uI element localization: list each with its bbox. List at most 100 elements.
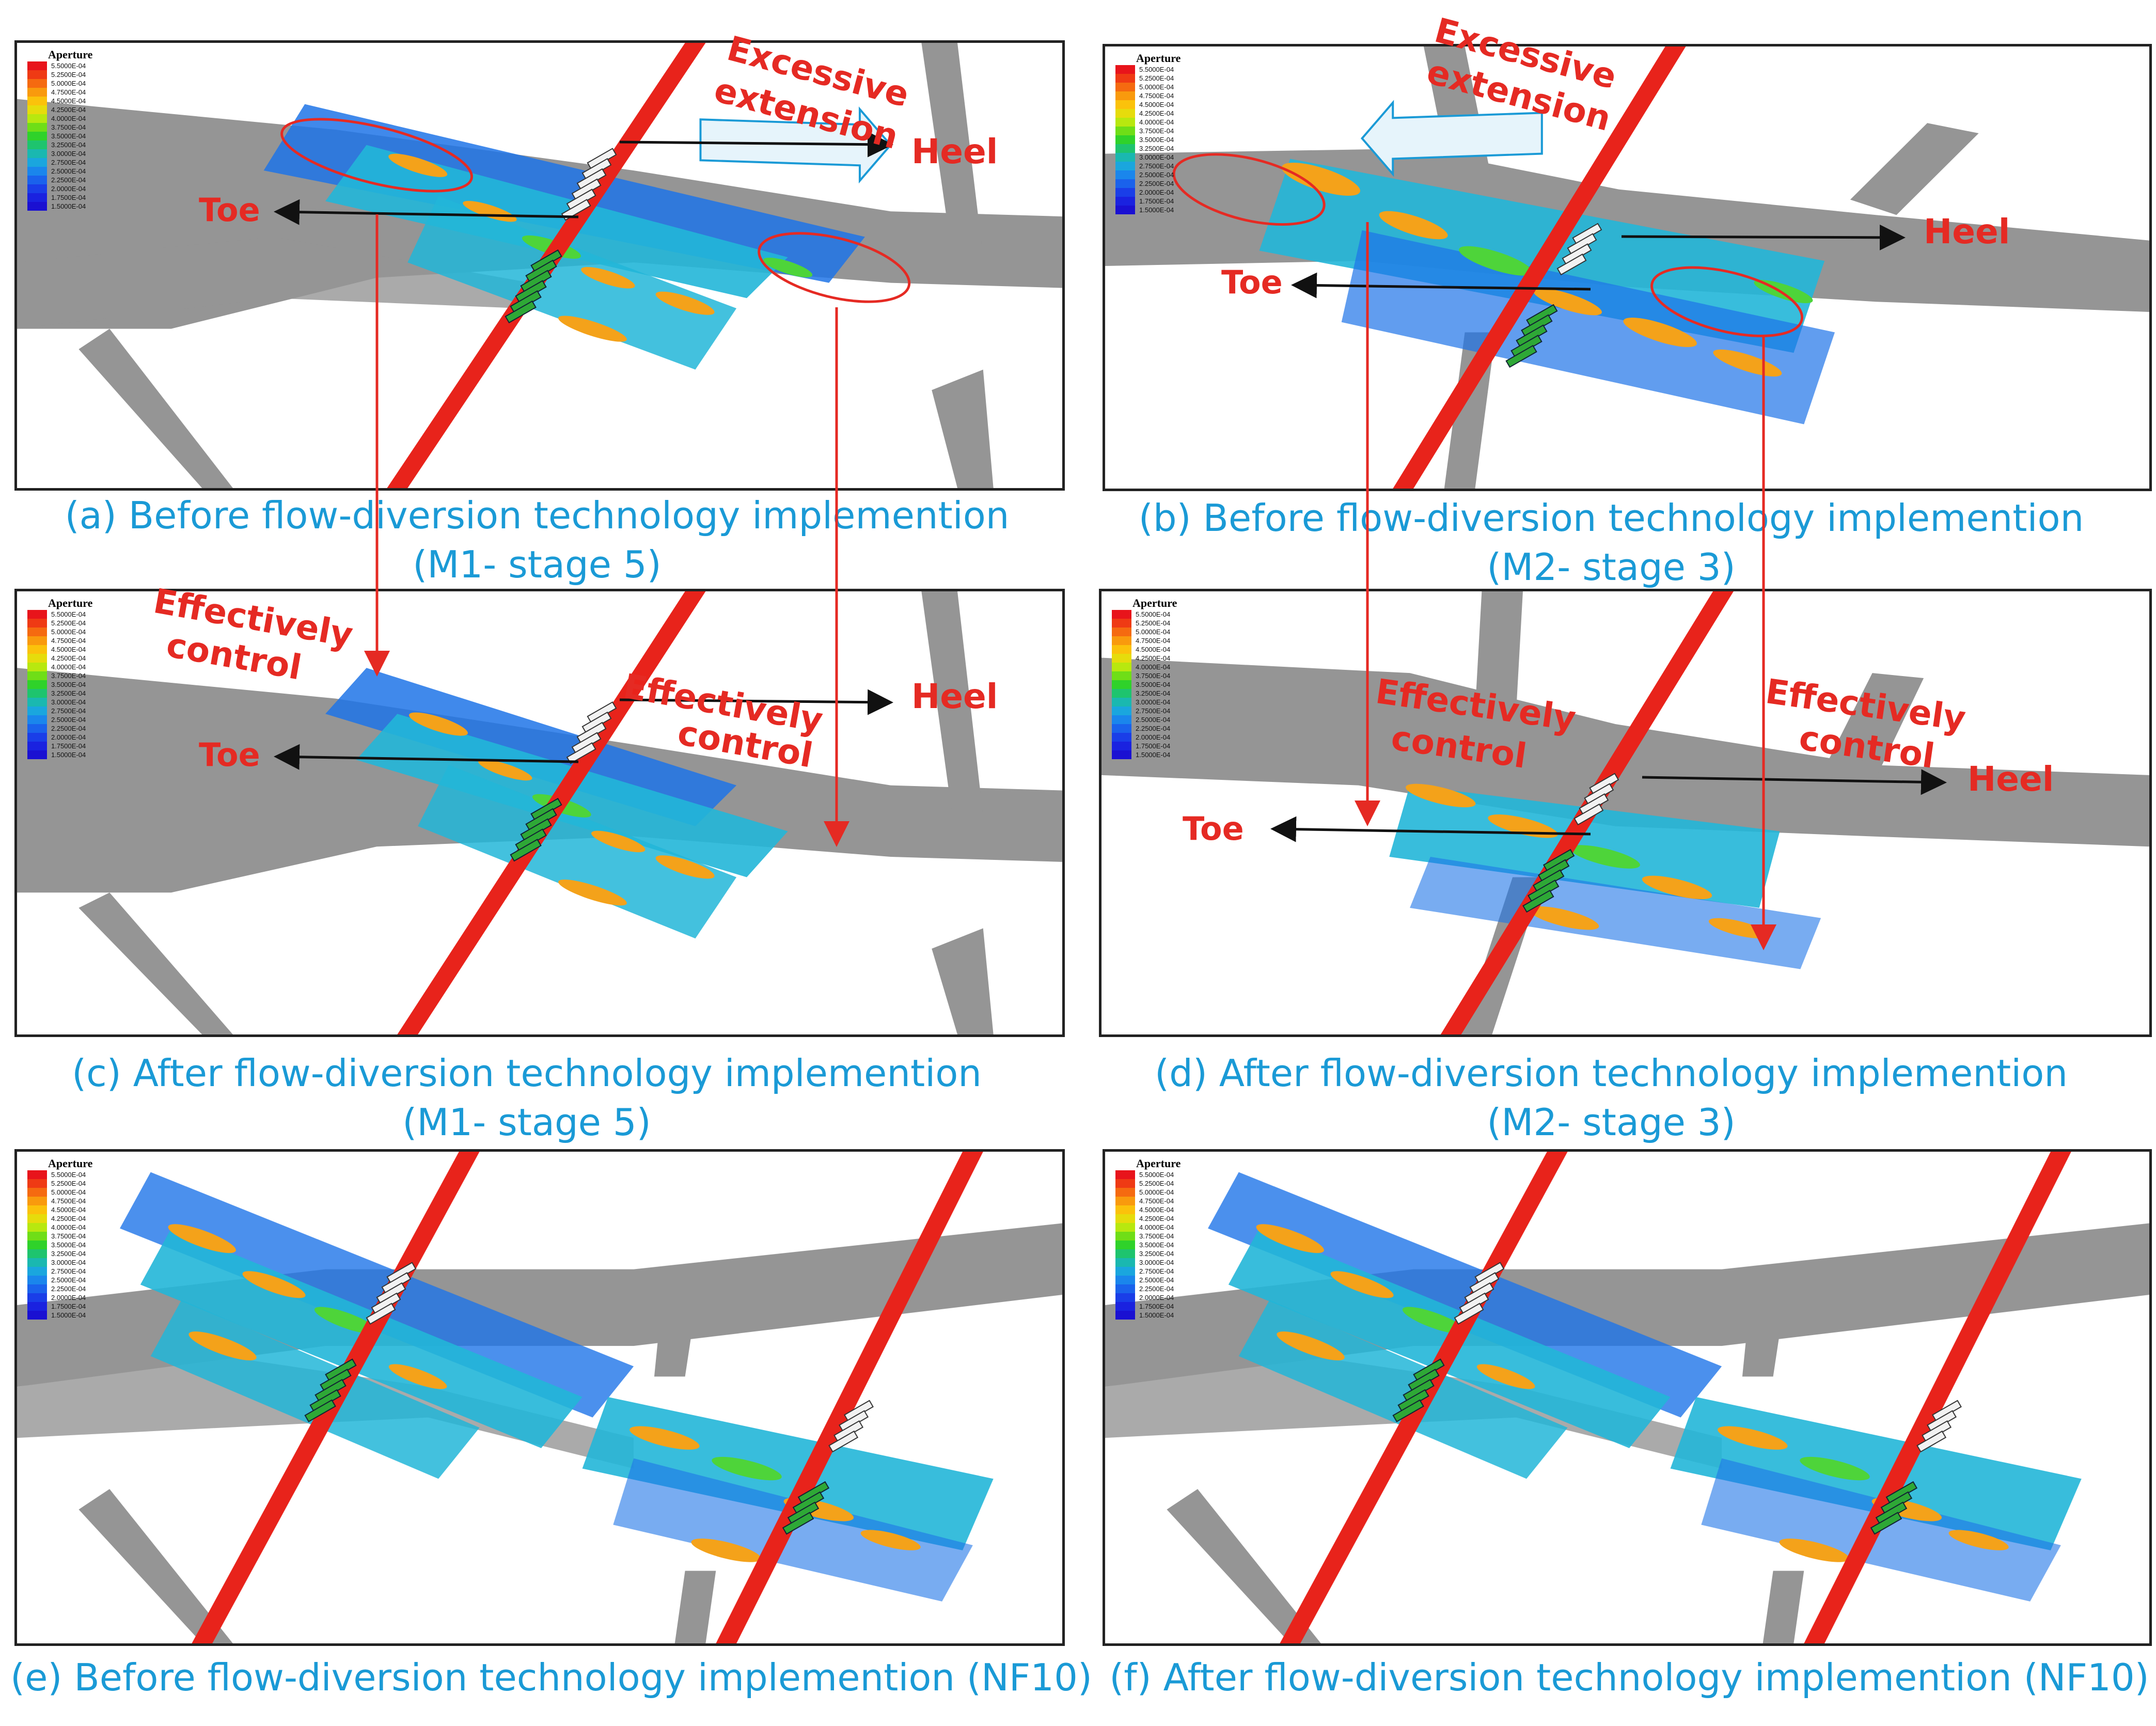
- legend-row: 2.0000E-04: [27, 184, 141, 193]
- legend-label: 3.7500E-04: [1136, 672, 1171, 680]
- legend-label: 2.5000E-04: [1139, 1276, 1174, 1284]
- legend-row: 4.0000E-04: [27, 663, 141, 671]
- legend-row: 3.2500E-04: [27, 1249, 141, 1258]
- legend-row: 4.2500E-04: [1112, 654, 1225, 663]
- legend-swatch: [27, 1170, 47, 1179]
- legend-label: 2.5000E-04: [51, 167, 86, 175]
- legend-label: 4.5000E-04: [51, 97, 86, 105]
- legend-swatch: [27, 671, 47, 680]
- legend-label: 5.5000E-04: [51, 610, 86, 618]
- caption-d: (d) After flow-diversion technology impl…: [1155, 1052, 2068, 1095]
- fracture-scene-e: [17, 1152, 1062, 1643]
- legend-label: 3.0000E-04: [51, 150, 86, 158]
- legend-row: 3.7500E-04: [27, 123, 141, 132]
- legend-label: 1.7500E-04: [51, 1303, 86, 1310]
- legend-label: 5.5000E-04: [1139, 1171, 1174, 1179]
- legend-label: 1.7500E-04: [1139, 197, 1174, 205]
- legend-row: 5.2500E-04: [1115, 74, 1229, 83]
- legend-row: 5.2500E-04: [1112, 619, 1225, 627]
- legend-label: 3.2500E-04: [1139, 1250, 1174, 1258]
- legend-row: 1.5000E-04: [27, 750, 141, 759]
- legend-label: 3.5000E-04: [1139, 136, 1174, 144]
- legend-label: 1.5000E-04: [1139, 206, 1174, 214]
- legend-swatch: [1115, 74, 1135, 83]
- legend-label: 2.2500E-04: [51, 725, 86, 732]
- legend-label: 2.7500E-04: [1136, 707, 1171, 715]
- legend-row: 4.0000E-04: [1115, 118, 1229, 127]
- legend-label: 1.5000E-04: [51, 202, 86, 210]
- legend-swatch: [27, 123, 47, 132]
- legend-label: 5.5000E-04: [51, 62, 86, 70]
- legend-label: 5.0000E-04: [1139, 1188, 1174, 1196]
- legend-label: 5.2500E-04: [51, 1180, 86, 1187]
- legend-label: 2.0000E-04: [51, 1294, 86, 1301]
- legend-swatch: [1115, 153, 1135, 162]
- legend-swatch: [1115, 100, 1135, 109]
- legend-row: 2.5000E-04: [1115, 170, 1229, 179]
- legend-swatch: [1115, 1170, 1135, 1179]
- legend-label: 3.7500E-04: [1139, 127, 1174, 135]
- legend-label: 2.7500E-04: [1139, 162, 1174, 170]
- legend-label: 4.5000E-04: [1139, 1206, 1174, 1214]
- legend-swatch: [27, 149, 47, 158]
- legend-swatch: [27, 1302, 47, 1311]
- legend-row: 3.7500E-04: [1115, 1232, 1229, 1241]
- legend-row: 2.0000E-04: [1115, 1293, 1229, 1302]
- legend-label: 2.5000E-04: [1139, 171, 1174, 179]
- legend-label: 2.7500E-04: [51, 707, 86, 715]
- legend-swatch: [27, 1205, 47, 1214]
- legend-swatch: [1115, 1293, 1135, 1302]
- legend-swatch: [1115, 1249, 1135, 1258]
- legend-row: 2.2500E-04: [1112, 724, 1225, 733]
- legend-swatch: [27, 1249, 47, 1258]
- legend-swatch: [1115, 1267, 1135, 1276]
- legend-label: 3.5000E-04: [51, 132, 86, 140]
- legend-swatch: [1115, 179, 1135, 188]
- legend-swatch: [1115, 1179, 1135, 1188]
- legend-label: 4.5000E-04: [51, 1206, 86, 1214]
- legend-swatch: [1112, 750, 1131, 759]
- legend-swatch: [27, 88, 47, 97]
- legend-label: 5.2500E-04: [1139, 1180, 1174, 1187]
- legend-label: 3.0000E-04: [51, 698, 86, 706]
- legend-title: Aperture: [1136, 1157, 1181, 1170]
- legend-row: 2.5000E-04: [27, 1276, 141, 1284]
- legend-swatch: [27, 733, 47, 742]
- legend-label: 5.0000E-04: [51, 1188, 86, 1196]
- legend-row: 2.7500E-04: [1115, 162, 1229, 170]
- legend-label: 1.7500E-04: [1136, 742, 1171, 750]
- legend-row: 5.2500E-04: [27, 70, 141, 79]
- legend-label: 4.2500E-04: [51, 106, 86, 114]
- legend-label: 1.7500E-04: [1139, 1303, 1174, 1310]
- legend-label: 5.5000E-04: [1139, 66, 1174, 73]
- legend-row: 1.5000E-04: [1115, 206, 1229, 214]
- fracture-scene-a: [17, 43, 1062, 488]
- legend-swatch: [27, 61, 47, 70]
- legend-swatch: [27, 158, 47, 167]
- legend-swatch: [27, 140, 47, 149]
- legend-label: 2.5000E-04: [1136, 716, 1171, 724]
- legend-swatch: [1115, 1241, 1135, 1249]
- caption-f: (f) After flow-diversion technology impl…: [1109, 1656, 2149, 1699]
- legend-swatch: [1115, 197, 1135, 206]
- legend-swatch: [27, 698, 47, 707]
- legend-swatch: [27, 619, 47, 627]
- legend-swatch: [1112, 689, 1131, 698]
- caption-e: (e) Before flow-diversion technology imp…: [10, 1656, 1092, 1699]
- legend-label: 4.2500E-04: [51, 654, 86, 662]
- legend-row: 3.2500E-04: [1112, 689, 1225, 698]
- legend-row: 5.2500E-04: [27, 1179, 141, 1188]
- legend-swatch: [27, 79, 47, 88]
- legend-row: 3.7500E-04: [27, 671, 141, 680]
- legend-label: 3.2500E-04: [1136, 689, 1171, 697]
- legend-label: 2.2500E-04: [51, 176, 86, 184]
- caption-a: (a) Before flow-diversion technology imp…: [65, 494, 1010, 537]
- legend-row: 4.0000E-04: [27, 1223, 141, 1232]
- legend-row: 4.5000E-04: [27, 1205, 141, 1214]
- legend-swatch: [27, 663, 47, 671]
